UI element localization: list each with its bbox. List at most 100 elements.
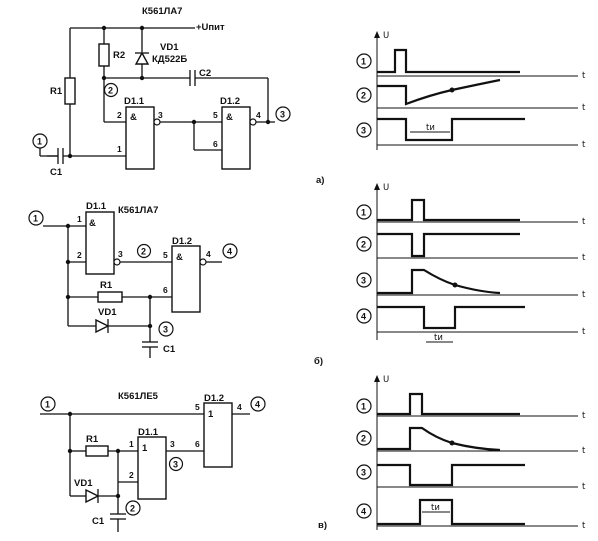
vd1-label: VD1 xyxy=(98,307,117,318)
pin-3: 3 xyxy=(170,439,175,449)
gate-symbol: & xyxy=(130,112,137,123)
timing-c: U t t t t tи 1 2 3 4 xyxy=(356,375,586,531)
node-3-label: 3 xyxy=(163,325,168,335)
node-1-label: 1 xyxy=(37,137,42,147)
node-3-label: 3 xyxy=(173,460,178,470)
t-label: t xyxy=(582,71,586,81)
inverter-bubble xyxy=(249,118,257,126)
pin-2: 2 xyxy=(129,470,134,480)
pin-1: 1 xyxy=(77,214,82,224)
t-label: t xyxy=(582,217,586,227)
resistor-r1 xyxy=(85,445,109,457)
d12-label: D1.2 xyxy=(172,236,192,247)
gate-d1-2 xyxy=(171,245,201,313)
node-marker-4 xyxy=(250,396,266,412)
waveform-2 xyxy=(377,426,501,452)
threshold-dot xyxy=(452,282,458,288)
row-label: 3 xyxy=(361,276,366,286)
pin-5: 5 xyxy=(163,250,168,260)
node-marker-3 xyxy=(158,321,174,337)
t-label: t xyxy=(582,482,586,492)
circuit-b: К561ЛА7 1 D1.1 & 1 2 3 2 R1 VD1 xyxy=(28,201,323,367)
pin-5: 5 xyxy=(213,110,218,120)
row-label: 4 xyxy=(361,507,366,517)
node-3-label: 3 xyxy=(280,110,285,120)
junction-dot xyxy=(147,323,153,329)
junction-dot xyxy=(139,75,145,81)
junction-dot xyxy=(67,153,73,159)
waveform-3 xyxy=(377,268,501,295)
circuit-a: К561ЛА7 +Uпит R1 R2 VD1 КД522Б C2 2 xyxy=(32,6,324,186)
row-marker xyxy=(356,87,372,103)
row-label: 1 xyxy=(361,402,366,412)
subfigure-label-a: а) xyxy=(316,175,324,186)
row-label: 2 xyxy=(361,91,366,101)
u-axis-label: U xyxy=(383,183,389,193)
resistor-r1 xyxy=(97,291,123,303)
d11-label: D1.1 xyxy=(86,201,107,212)
row-marker xyxy=(356,204,372,220)
axis-arrow xyxy=(374,183,380,190)
node-marker-3 xyxy=(275,106,291,122)
inverter-bubble xyxy=(113,258,121,266)
pin-2: 2 xyxy=(117,110,122,120)
axis-arrow xyxy=(374,31,380,38)
node-marker-2 xyxy=(103,82,119,98)
row-marker xyxy=(356,430,372,446)
t-label: t xyxy=(582,290,586,300)
gate-d1-1 xyxy=(137,436,167,500)
d11-label: D1.1 xyxy=(138,427,159,438)
threshold-dot xyxy=(449,440,455,446)
junction-dot xyxy=(101,75,107,81)
pin-5: 5 xyxy=(195,402,200,412)
t-label: t xyxy=(582,103,586,113)
gate-symbol: & xyxy=(89,218,96,229)
c1-label: C1 xyxy=(163,344,176,355)
pin-3: 3 xyxy=(118,249,123,259)
r1-label: R1 xyxy=(86,434,99,445)
gate-symbol: & xyxy=(176,252,183,263)
d12-label: D1.2 xyxy=(204,393,224,404)
row-label: 1 xyxy=(361,57,366,67)
inverter-bubble xyxy=(153,118,161,126)
gate-d1-1 xyxy=(85,211,115,275)
t-label: t xyxy=(582,411,586,421)
node-marker-2 xyxy=(125,500,141,516)
row-label: 1 xyxy=(361,208,366,218)
t-label: t xyxy=(582,140,586,150)
node-2-label: 2 xyxy=(141,247,146,257)
vd1-label: VD1 xyxy=(160,42,179,53)
node-marker-1 xyxy=(40,396,56,412)
gate-symbol: & xyxy=(226,112,233,123)
waveform-1 xyxy=(377,198,520,222)
waveform-1 xyxy=(377,392,520,416)
pin-6: 6 xyxy=(213,139,218,149)
diode-vd1 xyxy=(134,51,150,65)
c1-label: C1 xyxy=(50,167,63,178)
c2-label: C2 xyxy=(199,68,211,79)
chip-label-b: К561ЛА7 xyxy=(118,205,158,216)
tu-label: tи xyxy=(426,123,435,133)
node-4-label: 4 xyxy=(227,247,232,257)
row-label: 2 xyxy=(361,240,366,250)
row-label: 3 xyxy=(361,468,366,478)
t-label: t xyxy=(582,446,586,456)
gate-symbol: 1 xyxy=(208,409,214,420)
diode-vd1 xyxy=(85,488,100,504)
node-marker-3 xyxy=(168,456,184,472)
pin-1: 1 xyxy=(129,439,134,449)
threshold-dot xyxy=(449,87,455,93)
row-label: 3 xyxy=(361,126,366,136)
pin-4: 4 xyxy=(256,110,261,120)
u-axis-label: U xyxy=(383,31,389,41)
pin-4: 4 xyxy=(237,402,242,412)
row-marker xyxy=(356,272,372,288)
node-1-label: 1 xyxy=(45,400,50,410)
r1-label: R1 xyxy=(100,280,113,291)
row-label: 4 xyxy=(361,312,366,322)
subfigure-label-c: в) xyxy=(318,520,327,531)
row-label: 2 xyxy=(361,434,366,444)
node-marker-2 xyxy=(136,243,152,259)
node-2-label: 2 xyxy=(108,86,113,96)
